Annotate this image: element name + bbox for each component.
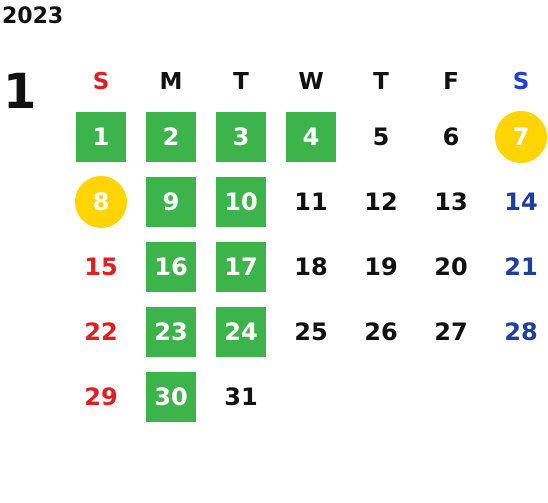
day-cell[interactable]: 26 <box>346 299 416 364</box>
month-label: 1 <box>3 64 37 120</box>
day-number: 6 <box>442 122 460 151</box>
day-cell[interactable]: 2 <box>136 104 206 169</box>
day-number: 10 <box>224 187 258 216</box>
day-cell[interactable]: 6 <box>416 104 486 169</box>
day-number: 9 <box>162 187 180 216</box>
day-cell[interactable]: 17 <box>206 234 276 299</box>
day-number: 17 <box>224 252 258 281</box>
day-cell[interactable]: 31 <box>206 364 276 429</box>
day-number: 12 <box>364 187 398 216</box>
day-cell[interactable]: 16 <box>136 234 206 299</box>
empty-day-cell <box>416 364 486 429</box>
day-number: 8 <box>92 187 110 216</box>
day-cell[interactable]: 12 <box>346 169 416 234</box>
day-number: 25 <box>294 317 328 346</box>
day-number: 5 <box>372 122 390 151</box>
week-row: 8 9 10 11 12 13 14 <box>66 169 548 234</box>
day-number: 22 <box>84 317 118 346</box>
empty-day-cell <box>276 364 346 429</box>
weekday-thursday: T <box>373 69 389 95</box>
day-number: 28 <box>504 317 538 346</box>
weekday-tuesday: T <box>233 69 249 95</box>
day-cell[interactable]: 22 <box>66 299 136 364</box>
year-label: 2023 <box>2 4 64 29</box>
day-number: 30 <box>154 382 188 411</box>
day-number: 14 <box>504 187 538 216</box>
day-cell[interactable]: 8 <box>66 169 136 234</box>
day-number: 18 <box>294 252 328 281</box>
day-number: 2 <box>162 122 180 151</box>
day-cell[interactable]: 3 <box>206 104 276 169</box>
day-cell[interactable]: 30 <box>136 364 206 429</box>
empty-day-cell <box>486 364 548 429</box>
day-number: 20 <box>434 252 468 281</box>
day-cell[interactable]: 23 <box>136 299 206 364</box>
day-number: 7 <box>512 122 530 151</box>
day-number: 27 <box>434 317 468 346</box>
day-cell[interactable]: 28 <box>486 299 548 364</box>
day-cell[interactable]: 13 <box>416 169 486 234</box>
day-number: 11 <box>294 187 328 216</box>
weekday-sunday: S <box>92 69 110 95</box>
day-cell[interactable]: 19 <box>346 234 416 299</box>
day-cell[interactable]: 29 <box>66 364 136 429</box>
day-number: 19 <box>364 252 398 281</box>
day-cell[interactable]: 21 <box>486 234 548 299</box>
day-number: 29 <box>84 382 118 411</box>
day-cell[interactable]: 27 <box>416 299 486 364</box>
day-cell[interactable]: 15 <box>66 234 136 299</box>
day-cell[interactable]: 9 <box>136 169 206 234</box>
day-cell[interactable]: 4 <box>276 104 346 169</box>
weekday-friday: F <box>443 69 459 95</box>
day-number: 24 <box>224 317 258 346</box>
day-cell[interactable]: 1 <box>66 104 136 169</box>
day-number: 1 <box>92 122 110 151</box>
weekday-monday: M <box>159 69 183 95</box>
day-cell[interactable]: 20 <box>416 234 486 299</box>
empty-day-cell <box>346 364 416 429</box>
day-cell[interactable]: 10 <box>206 169 276 234</box>
day-number: 15 <box>84 252 118 281</box>
weekday-header-row: S M T W T F S <box>66 60 548 104</box>
day-cell[interactable]: 18 <box>276 234 346 299</box>
week-row: 15 16 17 18 19 20 21 <box>66 234 548 299</box>
week-row: 22 23 24 25 26 27 28 <box>66 299 548 364</box>
day-number: 16 <box>154 252 188 281</box>
day-cell[interactable]: 5 <box>346 104 416 169</box>
day-number: 13 <box>434 187 468 216</box>
day-number: 4 <box>302 122 320 151</box>
day-number: 31 <box>224 382 258 411</box>
day-cell[interactable]: 24 <box>206 299 276 364</box>
day-cell[interactable]: 25 <box>276 299 346 364</box>
day-cell[interactable]: 14 <box>486 169 548 234</box>
day-number: 3 <box>232 122 250 151</box>
day-number: 26 <box>364 317 398 346</box>
week-row: 1 2 3 4 5 6 7 <box>66 104 548 169</box>
day-cell[interactable]: 7 <box>486 104 548 169</box>
day-cell[interactable]: 11 <box>276 169 346 234</box>
day-number: 21 <box>504 252 538 281</box>
weekday-saturday: S <box>512 69 530 95</box>
day-number: 23 <box>154 317 188 346</box>
week-row: 29 30 31 <box>66 364 548 429</box>
weekday-wednesday: W <box>298 69 324 95</box>
